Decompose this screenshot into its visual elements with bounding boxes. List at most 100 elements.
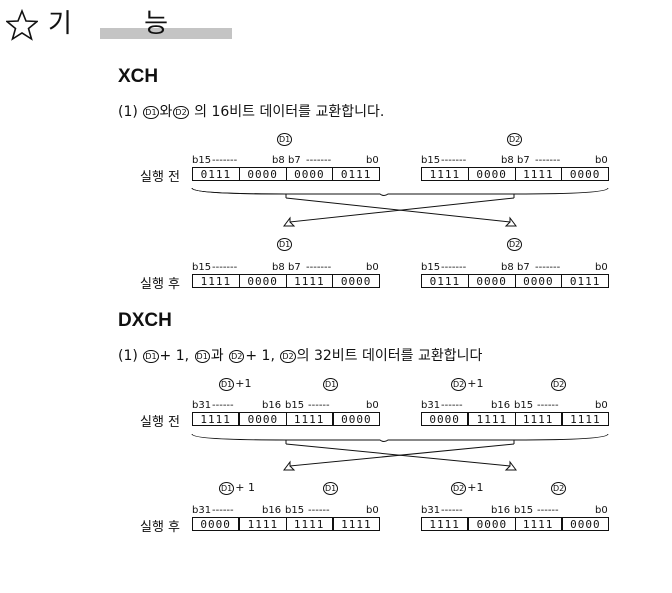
nibble: 1111 [285, 518, 332, 531]
bit-label: b8 [272, 262, 285, 273]
nibble: 0000 [238, 168, 286, 181]
device-d2-badge: D2 [507, 237, 523, 251]
device-d1-badge: D1 [277, 132, 293, 146]
bit-label: b15 [421, 155, 441, 166]
dxch-after-d2-register: b31 ------ b16 b15 ------ b0 1111 0000 1… [421, 505, 609, 531]
bit-label: b31 [192, 505, 212, 516]
bit-dashes: ------- [535, 262, 561, 273]
nibble: 1111 [200, 412, 231, 426]
bit-dashes: ------- [306, 155, 332, 166]
bit-dashes: ------ [212, 505, 234, 516]
device-d2-badge: D2 [173, 105, 189, 119]
nibble-row: 1111 0000 1111 0000 [192, 274, 380, 288]
nibble: 0000 [238, 413, 285, 426]
bit-label: b31 [421, 400, 441, 411]
nibble: 1111 [429, 517, 460, 531]
device-d1-badge: D1 [219, 481, 235, 495]
xch-after-d2-register: b15 ------- b8 b7 ------- b0 0111 0000 0… [421, 262, 609, 288]
bit-label: b15 [285, 400, 305, 411]
xch-exchange-arrows [191, 187, 609, 227]
bit-dashes: ------- [535, 155, 561, 166]
nibble-row: 1111 0000 1111 0000 [421, 517, 609, 531]
bit-dashes: ------ [441, 400, 463, 411]
nibble: 1111 [560, 413, 608, 426]
brace-line [191, 433, 609, 442]
nibble: 0000 [238, 275, 286, 288]
dxch-before-d1-label: D1 [322, 377, 339, 391]
nibble: 0000 [331, 413, 379, 426]
bit-dashes: ------- [441, 262, 467, 273]
dxch-before-d1-register: b31 ------ b16 b15 ------ b0 1111 0000 1… [192, 400, 380, 426]
bit-label: b0 [595, 262, 608, 273]
desc-text: 의 32비트 데이터를 교환합니다 [296, 348, 483, 364]
device-d2-badge: D2 [280, 349, 296, 363]
dxch-after-d1-label: D1 [322, 481, 339, 495]
nibble: 1111 [331, 518, 379, 531]
bit-labels: b15 ------- b8 b7 ------- b0 [421, 155, 609, 167]
xch-section-title: XCH [118, 66, 159, 87]
bit-dashes: ------ [537, 505, 559, 516]
plus-one-text: +1 [235, 377, 252, 390]
nibble: 0111 [561, 275, 608, 288]
page-title: 기 능 [48, 9, 201, 39]
dxch-after-label: 실행 후 [140, 520, 181, 535]
brace-line [191, 187, 609, 196]
xch-before-d1-register: b15 ------- b8 b7 ------- b0 0111 0000 0… [192, 155, 380, 181]
bit-labels: b31 ------ b16 b15 ------ b0 [421, 505, 609, 517]
device-d2-badge: D2 [451, 481, 467, 495]
nibble: 1111 [514, 518, 561, 531]
bit-label: b16 [491, 505, 511, 516]
nibble: 0000 [429, 412, 460, 426]
dxch-after-d1-plus1-label: D1+ 1 [218, 481, 255, 495]
bit-label: b8 [501, 155, 514, 166]
nibble: 1111 [285, 413, 332, 426]
xch-before-label: 실행 전 [140, 170, 181, 185]
device-d2-badge: D2 [229, 349, 245, 363]
bit-labels: b15 ------- b8 b7 ------- b0 [192, 155, 380, 167]
bit-dashes: ------- [212, 155, 238, 166]
nibble: 0000 [561, 168, 608, 181]
nibble: 1111 [238, 518, 285, 531]
bit-label: b15 [192, 262, 212, 273]
dxch-before-d2-register: b31 ------ b16 b15 ------ b0 0000 1111 1… [421, 400, 609, 426]
bit-label: b0 [366, 262, 379, 273]
xch-before-d2-register: b15 ------- b8 b7 ------- b0 1111 0000 1… [421, 155, 609, 181]
bit-label: b0 [595, 400, 608, 411]
bit-label: b8 [501, 262, 514, 273]
bit-label: b15 [421, 262, 441, 273]
nibble-row: 1111 0000 1111 0000 [421, 167, 609, 181]
bit-dashes: ------- [212, 262, 238, 273]
device-d1-badge: D1 [194, 349, 210, 363]
bit-label: b0 [366, 155, 379, 166]
arrow-down-right-icon [285, 443, 517, 471]
plus-one-text: + 1 [235, 481, 255, 494]
nibble: 0000 [467, 168, 515, 181]
bit-label: b7 [517, 262, 530, 273]
bit-label: b7 [517, 155, 530, 166]
bit-dashes: ------ [308, 505, 330, 516]
bit-dashes: ------ [212, 400, 234, 411]
device-d2-badge: D2 [507, 132, 523, 146]
desc-text: 의 16비트 데이터를 교환합니다. [189, 104, 385, 120]
desc-index: (1) [118, 104, 143, 120]
nibble: 1111 [429, 167, 461, 181]
star-outline-icon [6, 9, 38, 41]
bit-label: b0 [595, 155, 608, 166]
bit-label: b16 [262, 505, 282, 516]
bit-label: b0 [595, 505, 608, 516]
bit-label: b15 [514, 505, 534, 516]
xch-after-d2-label: D2 [506, 237, 523, 251]
nibble-row: 0111 0000 0000 0111 [421, 274, 609, 288]
xch-before-d2-label: D2 [506, 132, 523, 146]
bit-label: b15 [192, 155, 212, 166]
nibble-row: 0111 0000 0000 0111 [192, 167, 380, 181]
nibble: 0000 [467, 518, 514, 531]
plus-one-text: +1 [467, 481, 484, 494]
xch-before-d1-label: D1 [276, 132, 293, 146]
desc-text: 와 [159, 104, 173, 120]
xch-after-d1-label: D1 [276, 237, 293, 251]
nibble: 0000 [560, 518, 608, 531]
nibble-row: 0000 1111 1111 1111 [192, 517, 380, 531]
dxch-after-d1-register: b31 ------ b16 b15 ------ b0 0000 1111 1… [192, 505, 380, 531]
